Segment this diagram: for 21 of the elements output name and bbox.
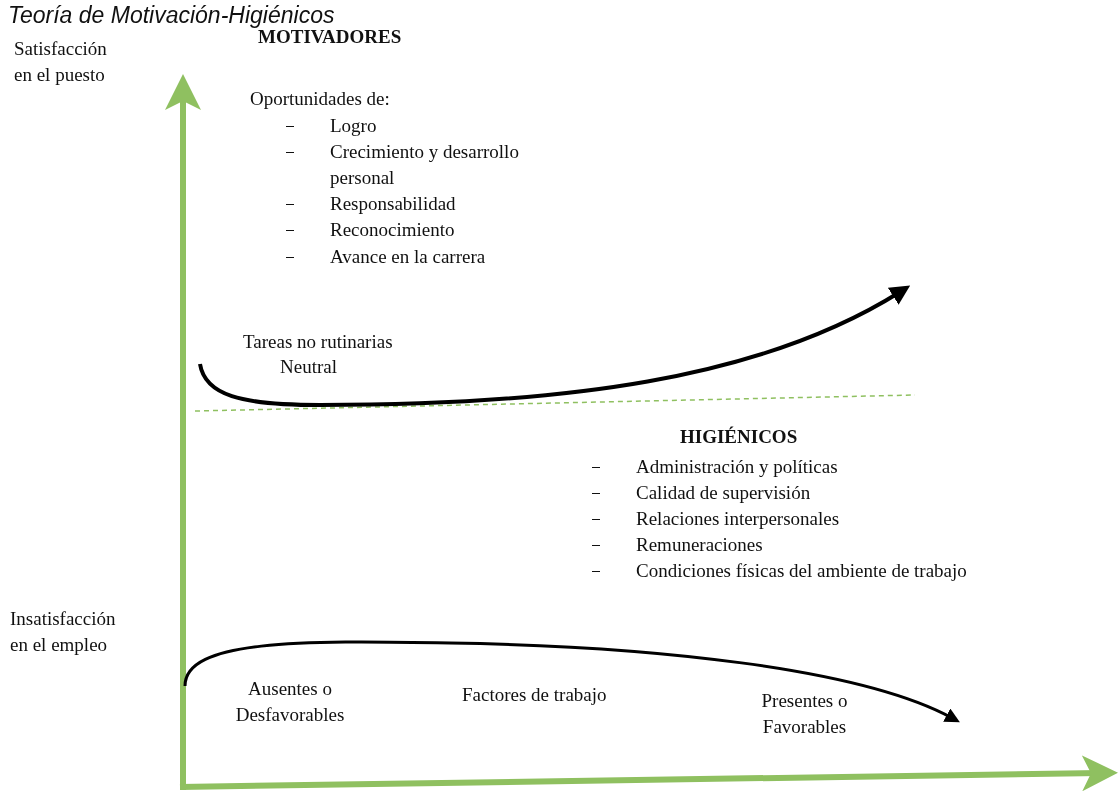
list-item: Crecimiento y desarrollo personal [330,140,520,190]
list-item: Administración y políticas [636,455,838,479]
axis-label: Presentes o Favorables [760,689,849,739]
list-item: Remuneraciones [636,533,763,557]
section-heading: MOTIVADORES [258,26,402,49]
list-item: Logro [330,114,377,138]
list-item: Avance en la carrera [330,245,486,269]
list-item: Reconocimiento [330,218,455,242]
list-item: Responsabilidad [330,192,456,216]
axis-label: Insatisfacción en el empleo [10,607,117,657]
diagram-title: Teoría de Motivación-Higiénicos [8,2,335,29]
list-item: Relaciones interpersonales [636,507,840,531]
axis-label: Neutral [280,355,337,379]
axis-label: Oportunidades de: [250,87,390,111]
list-item: Calidad de supervisión [636,481,811,505]
list-item: Condiciones físicas del ambiente de trabajo [636,559,967,583]
axis-label: Satisfacción en el puesto [14,37,108,87]
axis-label: Ausentes o Desfavorables [234,677,346,727]
section-heading: HIGIÉNICOS [680,425,798,449]
axis-label: Factores de trabajo [462,683,607,707]
axis-label: Tareas no rutinarias [243,330,393,354]
